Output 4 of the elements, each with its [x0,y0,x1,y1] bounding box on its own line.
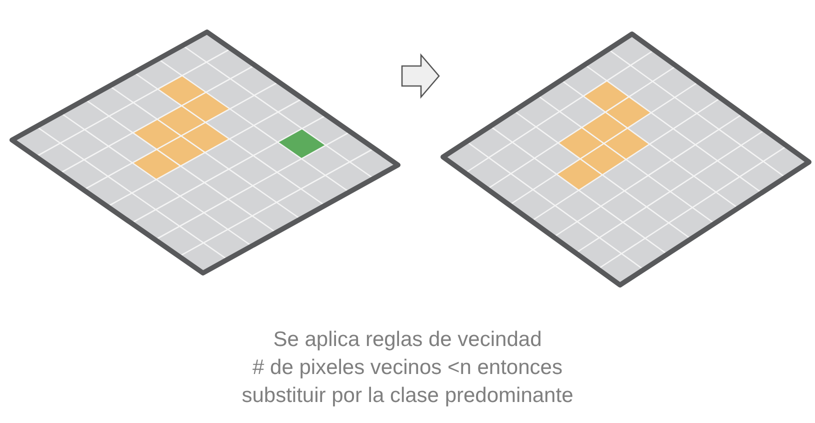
caption-line: # de pixeles vecinos <n entonces [252,355,562,381]
caption-line: Se aplica reglas de vecindad [273,327,542,353]
block-arrow [401,53,440,99]
caption-line: substituir por la clase predominante [242,383,574,409]
